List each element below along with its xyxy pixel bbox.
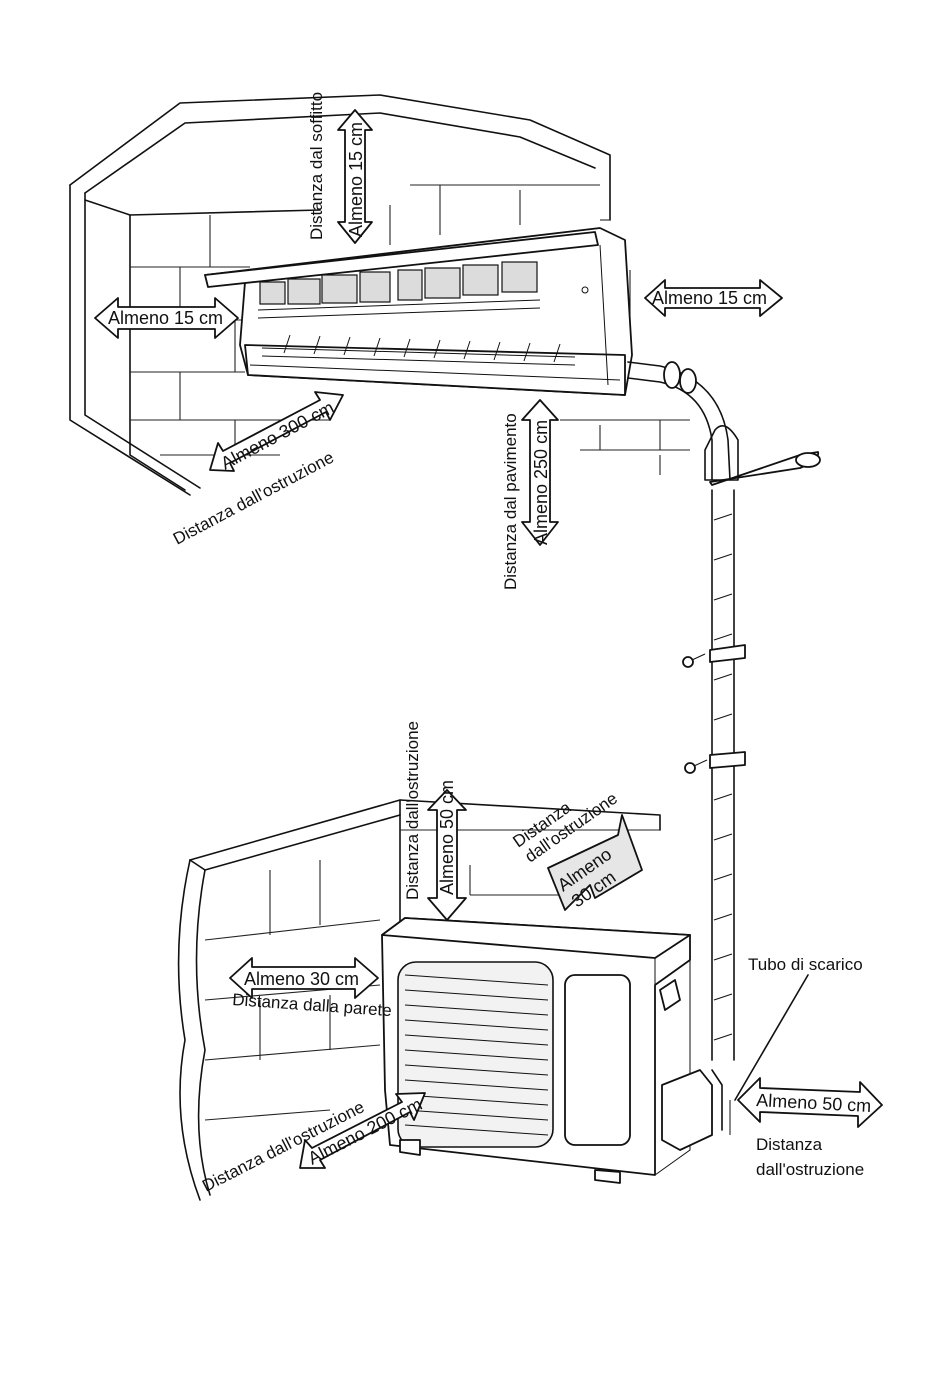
refrigerant-pipe: [627, 361, 821, 1061]
outdoor-wall-distance-label: Distanza dalla parete: [232, 990, 393, 1020]
outdoor-top-min-label: Almeno 50 cm: [437, 780, 457, 895]
arrow-outdoor-top: [427, 789, 467, 921]
floor-distance-label: Distanza dal pavimento: [501, 413, 520, 590]
arrow-outdoor-side: [737, 1077, 883, 1128]
outdoor-side-distance-label-2: dall'ostruzione: [756, 1160, 864, 1179]
right-min-label: Almeno 15 cm: [652, 288, 767, 308]
outdoor-wall: [177, 799, 661, 1201]
arrow-left: [94, 297, 239, 339]
drain-pointer-line: [734, 974, 809, 1101]
floor-min-label: Almeno 250 cm: [531, 420, 551, 545]
screw-icon: [684, 759, 708, 774]
drain-pipe-label: Tubo di scarico: [748, 955, 863, 974]
indoor-unit: [204, 227, 633, 396]
ceiling-distance-label: Distanza dal soffitto: [307, 92, 326, 240]
arrow-outdoor-front: [299, 1092, 426, 1169]
outdoor-wall-min-label: Almeno 30 cm: [244, 969, 359, 989]
front-distance-label: Distanza dall'ostruzione: [170, 448, 337, 549]
arrow-front: [209, 391, 344, 472]
indoor-wall: [69, 94, 690, 496]
arrow-outdoor-back: [547, 814, 643, 911]
ceiling-min-label: Almeno 15 cm: [346, 122, 366, 237]
indoor-filters: [257, 261, 541, 319]
indoor-louvers: [261, 334, 576, 366]
outdoor-side-distance-label-1: Distanza: [756, 1135, 823, 1154]
arrow-floor: [521, 399, 559, 546]
outdoor-unit: [381, 917, 731, 1184]
arrow-outdoor-wall: [229, 957, 379, 999]
arrow-right: [644, 279, 783, 317]
screw-icon: [682, 653, 706, 668]
outdoor-top-distance-label: Distanza dall'ostruzione: [403, 721, 422, 900]
arrow-ceiling: [337, 109, 373, 244]
left-min-label: Almeno 15 cm: [108, 308, 223, 328]
